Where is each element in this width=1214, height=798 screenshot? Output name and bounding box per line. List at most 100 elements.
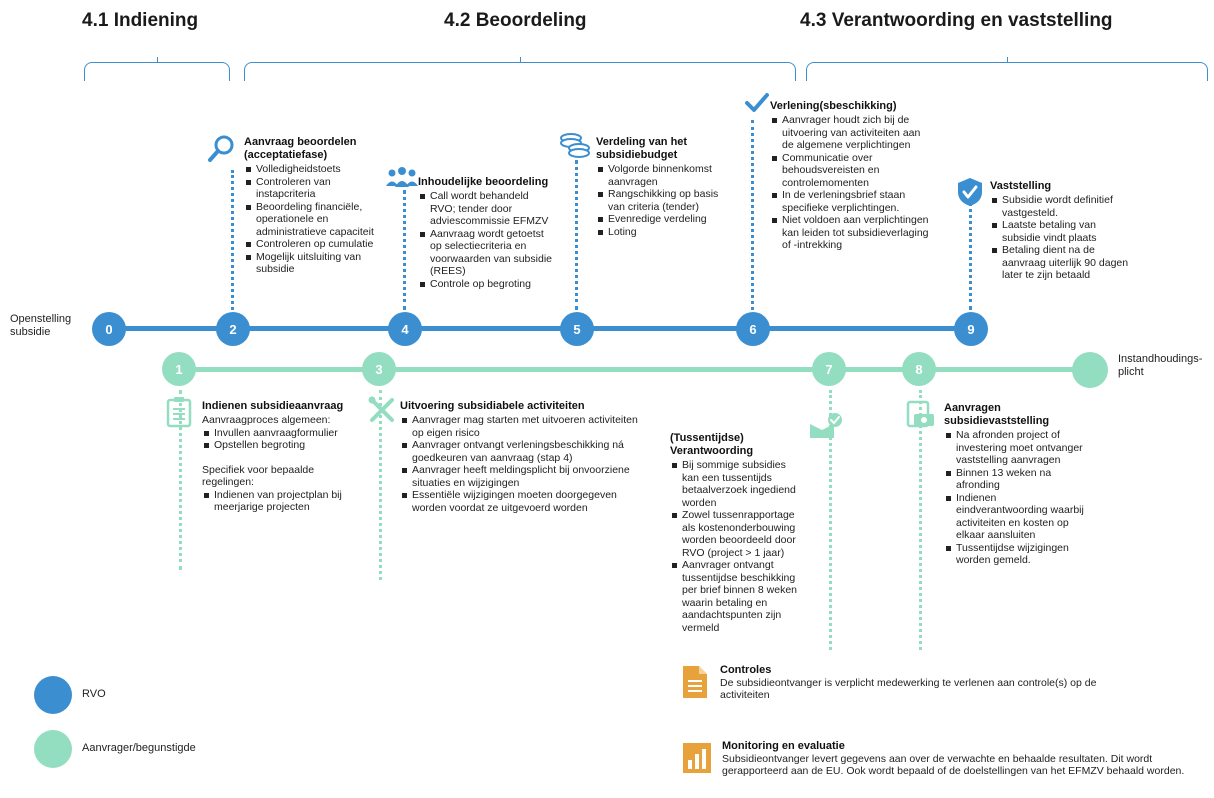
phase-brace-beoordeling (244, 57, 796, 81)
list-item: Invullen aanvraagformulier (204, 427, 352, 440)
tools-icon (368, 396, 394, 422)
list-item: Essentiële wijzigingen moeten doorgegeve… (402, 489, 648, 514)
list-item: Mogelijk uitsluiting van subsidie (246, 251, 384, 276)
legend-applicant-swatch (34, 730, 72, 768)
step-9-box: Vaststelling Subsidie wordt definitief v… (990, 180, 1130, 282)
step-4-list: Call wordt behandeld RVO; tender door ad… (418, 190, 554, 290)
phase-title-indiening: 4.1 Indiening (82, 10, 199, 31)
step-5-title: Verdeling van het subsidiebudget (596, 136, 688, 161)
node-2: 2 (216, 312, 250, 346)
step-1-list: Invullen aanvraagformulier Opstellen beg… (202, 427, 352, 452)
step-1-intro: Aanvraagproces algemeen: (202, 414, 331, 426)
list-item: Communicatie over behoudsvereisten en co… (772, 152, 930, 190)
list-item: Laatste betaling van subsidie vindt plaa… (992, 219, 1130, 244)
node-7: 7 (812, 352, 846, 386)
rvo-timeline (105, 326, 980, 331)
list-item: Aanvraag wordt getoetst op selectiecrite… (420, 227, 552, 277)
controles-box: Controles De subsidieontvanger is verpli… (720, 664, 1110, 702)
step-2-title: Aanvraag beoordelen (acceptatiefase) (244, 136, 357, 161)
step-3-box: Uitvoering subsidiabele activiteiten Aan… (400, 400, 648, 514)
people-icon (386, 167, 418, 187)
phase-title-beoordeling: 4.2 Beoordeling (444, 10, 587, 31)
step-7-title: (Tussentijdse) Verantwoording (670, 432, 754, 457)
list-item: In de verleningsbrief staan specifieke v… (772, 189, 930, 214)
step-3-list: Aanvrager mag starten met uitvoeren acti… (400, 414, 648, 514)
step-3-title: Uitvoering subsidiabele activiteiten (400, 400, 585, 412)
node-1: 1 (162, 352, 196, 386)
end-node (1072, 352, 1108, 388)
invoice-money-icon (906, 400, 934, 428)
node-9: 9 (954, 312, 988, 346)
list-item: Niet voldoen aan verplichtingen kan leid… (772, 214, 929, 251)
label-instandhouding: Instandhoudings-plicht (1118, 353, 1203, 378)
list-item: Aanvrager mag starten met uitvoeren acti… (402, 414, 648, 439)
step-2-list: Volledigheidstoets Controleren van insta… (244, 163, 384, 276)
monitoring-text: Subsidieontvanger levert gegevens aan ov… (722, 752, 1185, 778)
node-4: 4 (388, 312, 422, 346)
list-item: Controleren van instapcriteria (246, 176, 384, 201)
step-1-list2: Indienen van projectplan bij meerjarige … (202, 489, 352, 514)
list-item: Controleren op cumulatie (246, 238, 384, 251)
connector-step-2 (231, 170, 234, 310)
connector-step-1 (179, 390, 182, 570)
step-2-box: Aanvraag beoordelen (acceptatiefase) Vol… (244, 136, 384, 276)
connector-step-8 (919, 390, 922, 650)
connector-step-5 (575, 160, 578, 310)
step-7-box: (Tussentijdse) Verantwoording Bij sommig… (670, 432, 802, 634)
step-6-list: Aanvrager houdt zich bij de uitvoering v… (770, 114, 930, 252)
list-item: Zowel tussenrapportage als kostenonderbo… (672, 509, 802, 559)
monitoring-box: Monitoring en evaluatie Subsidieontvange… (722, 740, 1212, 778)
list-item: Tussentijdse wijzigingen worden gemeld. (946, 542, 1084, 567)
bar-chart-icon (683, 743, 711, 773)
step-4-box: Inhoudelijke beoordeling Call wordt beha… (418, 176, 554, 290)
list-item: Subsidie wordt definitief vastgesteld. (992, 194, 1130, 219)
list-item: Na afronden project of investering moet … (946, 429, 1083, 466)
applicant-timeline (175, 367, 1105, 372)
list-item: Betaling dient na de aanvraag uiterlijk … (992, 244, 1129, 281)
step-8-title: Aanvragen subsidievaststelling (944, 402, 1050, 427)
phase-title-verantwoording: 4.3 Verantwoording en vaststelling (800, 10, 1113, 31)
list-item: Bij sommige subsidies kan een tussentijd… (672, 459, 802, 509)
document-icon (683, 666, 707, 698)
connector-step-6 (751, 120, 754, 310)
list-item: Aanvrager ontvangt verleningsbeschikking… (402, 439, 648, 464)
node-0: 0 (92, 312, 126, 346)
legend-rvo-label: RVO (82, 688, 106, 700)
clipboard-icon (166, 397, 192, 428)
phase-brace-verantwoording (806, 57, 1208, 81)
step-9-list: Subsidie wordt definitief vastgesteld. L… (990, 194, 1130, 282)
step-5-list: Volgorde binnenkomst aanvragen Rangschik… (596, 163, 732, 238)
list-item: Binnen 13 weken na afronding (946, 467, 1084, 492)
step-8-box: Aanvragen subsidievaststelling Na afrond… (944, 402, 1084, 567)
step-6-box: Verlening(sbeschikking) Aanvrager houdt … (770, 100, 930, 252)
checkmark-icon (745, 93, 769, 112)
step-4-title: Inhoudelijke beoordeling (418, 176, 549, 188)
list-item: Volledigheidstoets (246, 163, 384, 176)
coins-icon (560, 133, 590, 158)
connector-step-7 (829, 390, 832, 650)
legend-applicant-label: Aanvrager/begunstigde (82, 742, 196, 754)
connector-step-4 (403, 190, 406, 310)
list-item: Aanvrager ontvangt tussentijdse beschikk… (672, 559, 802, 634)
list-item: Opstellen begroting (204, 439, 352, 452)
list-item: Aanvrager houdt zich bij de uitvoering v… (772, 114, 930, 152)
phase-brace-indiening (84, 57, 230, 81)
step-6-title: Verlening(sbeschikking) (770, 100, 897, 112)
step-5-box: Verdeling van het subsidiebudget Volgord… (596, 136, 732, 238)
connector-step-9 (969, 190, 972, 310)
node-5: 5 (560, 312, 594, 346)
legend-rvo-swatch (34, 676, 72, 714)
list-item: Rangschikking op basis van criteria (ten… (598, 188, 732, 213)
list-item: Evenredige verdeling (598, 213, 732, 226)
list-item: Indienen eindverantwoording waarbij acti… (946, 491, 1084, 541)
step-1-box: Indienen subsidieaanvraag Aanvraagproces… (202, 400, 352, 514)
list-item: Loting (598, 226, 732, 239)
step-7-list: Bij sommige subsidies kan een tussentijd… (670, 459, 802, 634)
list-item: Controle op begroting (420, 278, 554, 291)
label-openstelling: Openstelling subsidie (10, 313, 72, 338)
connector-step-3 (379, 390, 382, 580)
step-8-list: Na afronden project of investering moet … (944, 429, 1084, 567)
list-item: Aanvrager heeft meldingsplicht bij onvoo… (402, 464, 648, 489)
node-8: 8 (902, 352, 936, 386)
